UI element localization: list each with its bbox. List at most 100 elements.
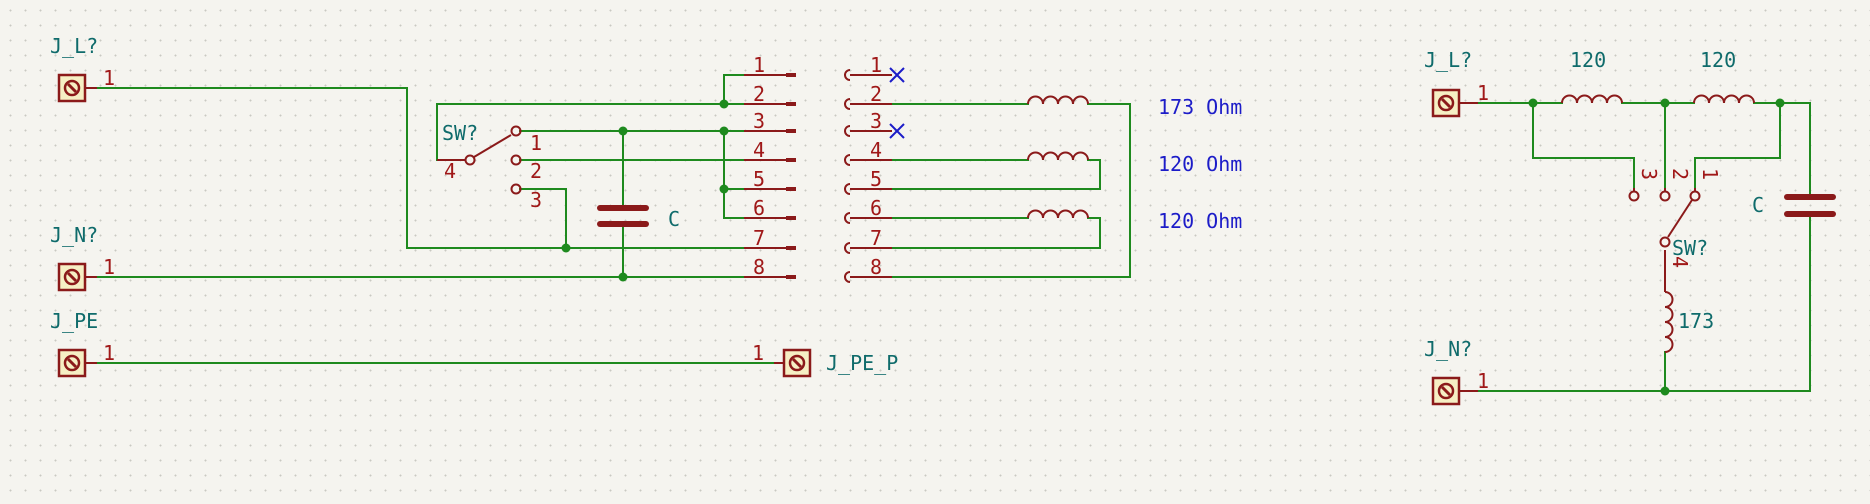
connector-right-socket-7	[844, 242, 851, 254]
terminal-jl[interactable]: J_L? 1	[50, 34, 115, 103]
terminal-right-jl-pin-number: 1	[1477, 81, 1489, 105]
terminal-jpe-p-screw	[788, 354, 806, 372]
terminal-jpe-p[interactable]: 1 J_PE_P	[752, 341, 898, 378]
connector-right[interactable]: 1 2 3 4 5 6 7 8	[844, 53, 905, 283]
switch-contact-2	[510, 154, 522, 166]
wire-coil1-loop[interactable]	[891, 103, 1131, 278]
connector-right-pin-number: 2	[870, 82, 882, 106]
switch-sw[interactable]: SW? 1 2 3 4	[437, 121, 542, 212]
switch-right-ref: SW?	[1672, 236, 1708, 260]
inductor-b-value: 120	[1700, 48, 1736, 72]
switch-blade	[473, 134, 512, 158]
junction	[1775, 98, 1785, 108]
connector-right-socket-6	[844, 212, 851, 224]
terminal-right-jl-ref: J_L?	[1424, 48, 1472, 72]
terminal-jl-ref: J_L?	[50, 34, 98, 58]
connector-right-socket-3	[844, 125, 851, 137]
terminal-jn-screw	[63, 268, 81, 286]
right-junctions	[1528, 98, 1785, 396]
terminal-jn-ref: J_N?	[50, 223, 98, 247]
switch-right-blade	[1667, 199, 1693, 238]
wire-sw-pin3-down[interactable]	[519, 188, 567, 249]
connector-left-pin-number: 8	[753, 255, 765, 279]
switch-pin-3: 3	[530, 188, 542, 212]
inductor-coil-3-turns	[1027, 209, 1089, 219]
terminal-jl-screw	[63, 79, 81, 97]
terminal-jpe-p-ref: J_PE_P	[826, 351, 898, 375]
inductor-coil-2-turns	[1027, 151, 1089, 161]
connector-left-pin-number: 7	[753, 226, 765, 250]
terminal-right-jl-screw	[1437, 94, 1455, 112]
connector-left-pin-number: 3	[753, 109, 765, 133]
note-173-ohm: 173 Ohm	[1158, 95, 1242, 119]
switch-right-contact-3	[1628, 190, 1640, 202]
inductor-coil-3[interactable]	[1027, 209, 1089, 219]
connector-right-pin-number: 5	[870, 167, 882, 191]
junction	[1660, 98, 1670, 108]
junction	[719, 99, 729, 109]
left-circuit: J_L? 1 J_N? 1 J_PE 1 1	[50, 34, 1242, 378]
terminal-jl-screw-slot	[66, 82, 78, 94]
wire-jl-to-row7[interactable]	[96, 87, 795, 249]
wire-sw-common-to-row2[interactable]	[436, 103, 795, 161]
connector-left-pin-number: 1	[753, 53, 765, 77]
inductor-b[interactable]: 120	[1693, 48, 1755, 104]
inductor-a[interactable]: 120	[1561, 48, 1623, 104]
terminal-jpe-p-screw-slot	[791, 357, 803, 369]
switch-right-sw[interactable]: 3 2 1 4 SW?	[1628, 168, 1723, 268]
switch-pin-1: 1	[530, 131, 542, 155]
connector-right-pin-number: 4	[870, 138, 882, 162]
connector-left-pin-number: 5	[753, 167, 765, 191]
wire-coil3-loop[interactable]	[891, 217, 1101, 249]
capacitor-c[interactable]: C	[597, 205, 680, 231]
junction	[1660, 386, 1670, 396]
connector-right-pin-number: 1	[870, 53, 882, 77]
inductor-c[interactable]: 173	[1664, 250, 1714, 353]
connector-right-socket-2	[844, 98, 851, 110]
capacitor-right-ref: C	[1752, 193, 1764, 217]
terminal-right-jn-pin-number: 1	[1477, 369, 1489, 393]
inductor-b-turns	[1693, 94, 1755, 104]
terminal-jn-screw-slot	[66, 271, 78, 283]
connector-left[interactable]: 1 2 3 4 5 6 7 8	[744, 53, 796, 279]
junction	[618, 126, 628, 136]
inductor-coil-2[interactable]	[1027, 151, 1089, 161]
connector-right-socket-5	[844, 183, 851, 195]
junction	[618, 272, 628, 282]
note-120-ohm-2: 120 Ohm	[1158, 209, 1242, 233]
connector-left-pin-number: 6	[753, 196, 765, 220]
connector-right-socket-4	[844, 154, 851, 166]
switch-right-pin-2: 2	[1668, 168, 1692, 180]
terminal-jpe-screw	[63, 354, 81, 372]
terminal-right-jn-screw	[1437, 382, 1455, 400]
connector-right-pin-number: 6	[870, 196, 882, 220]
wire-sw-pin3-tap[interactable]	[1532, 102, 1635, 189]
inductor-coil-1[interactable]	[1027, 95, 1089, 105]
wire-coil2-loop[interactable]	[891, 159, 1101, 190]
terminal-jn[interactable]: J_N? 1	[50, 223, 115, 292]
terminal-right-jl[interactable]: J_L? 1	[1424, 48, 1489, 118]
wire-sw-pin1-tap[interactable]	[1694, 102, 1781, 189]
left-wires	[96, 74, 1131, 364]
junction	[561, 243, 571, 253]
capacitor-ref: C	[668, 207, 680, 231]
terminal-jpe[interactable]: J_PE 1	[50, 309, 115, 378]
wire-coil-b-to-cap[interactable]	[1753, 102, 1811, 194]
connector-right-socket-8	[844, 271, 851, 283]
connector-left-pin-number: 2	[753, 82, 765, 106]
terminal-right-jn-ref: J_N?	[1424, 337, 1472, 361]
switch-right-pin-3: 3	[1637, 168, 1661, 180]
connector-right-pin-number: 7	[870, 226, 882, 250]
no-connect-flag-1	[889, 67, 905, 83]
terminal-right-jn[interactable]: J_N? 1	[1424, 337, 1489, 406]
inductor-coil-1-turns	[1027, 95, 1089, 105]
left-junctions	[561, 99, 729, 282]
switch-sw-ref: SW?	[442, 121, 478, 145]
terminal-jpe-pin-number: 1	[103, 341, 115, 365]
switch-contact-1	[510, 125, 522, 137]
connector-left-pin-number: 4	[753, 138, 765, 162]
wire-cap-to-jn[interactable]	[1477, 217, 1811, 392]
connector-right-pin-number: 8	[870, 255, 882, 279]
capacitor-right-c[interactable]: C	[1752, 193, 1836, 217]
